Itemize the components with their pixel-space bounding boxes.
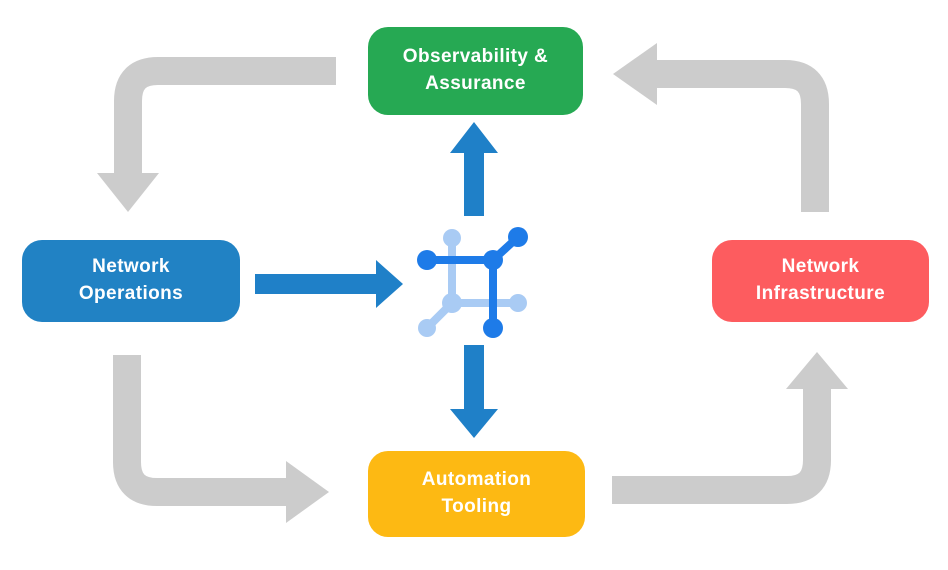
arrow-automation-to-infrastructure (612, 352, 848, 504)
node-label-line: Automation (421, 469, 532, 491)
node-label-line: Operations (78, 283, 184, 304)
node-network-infrastructure: Network Infrastructure (712, 240, 929, 322)
node-network-operations: Network Operations (22, 240, 240, 322)
node-label-line: Tooling (441, 496, 512, 517)
arrow-center-to-observability (450, 122, 498, 216)
arrow-infrastructure-to-observability (613, 43, 829, 212)
node-label-line: Infrastructure (755, 283, 886, 304)
arrow-operations-to-center (255, 260, 403, 308)
arrow-observability-to-operations (97, 57, 336, 212)
arrow-center-to-automation (450, 345, 498, 438)
node-label-line: Assurance (425, 73, 526, 94)
node-label-line: Network (781, 256, 860, 278)
node-label-line: Observability & (402, 46, 549, 68)
network-mesh-icon (417, 227, 528, 338)
arrow-operations-to-automation (113, 355, 329, 523)
node-observability-assurance: Observability & Assurance (368, 27, 583, 115)
node-automation-tooling: Automation Tooling (368, 451, 585, 537)
node-label-line: Network (92, 256, 170, 278)
